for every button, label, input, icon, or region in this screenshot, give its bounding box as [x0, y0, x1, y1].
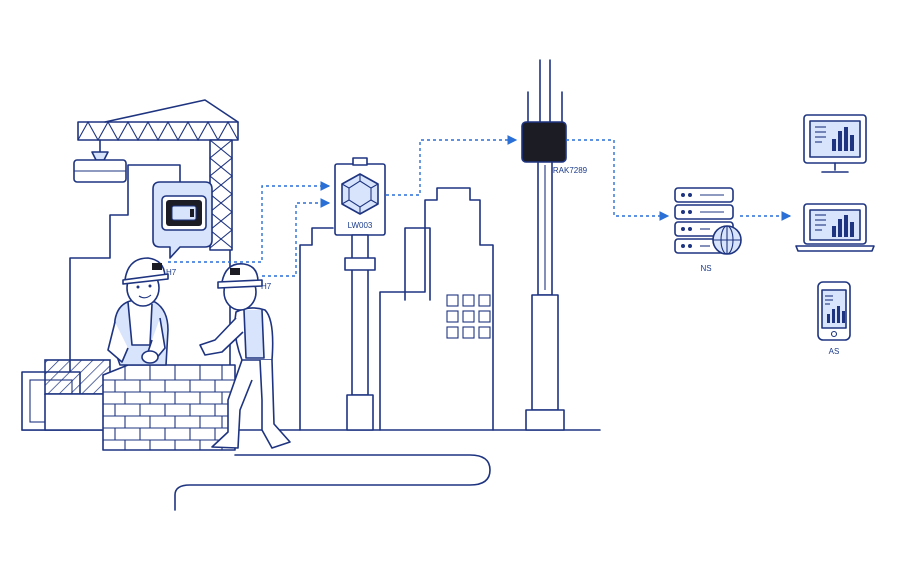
- label-application-server: AS: [829, 347, 840, 356]
- phone-icon: [817, 281, 851, 341]
- worker-left: [107, 257, 169, 366]
- label-gateway: RAK7289: [553, 166, 588, 175]
- label-tracker-right: H7: [261, 282, 272, 291]
- lw003-pole: [334, 157, 386, 431]
- label-sensor: LW003: [348, 221, 373, 230]
- worker-right: [199, 263, 291, 449]
- construction-crate: [21, 359, 111, 431]
- tracker-device-right: [230, 268, 240, 275]
- globe-icon: [712, 225, 742, 255]
- label-tracker-left: H7: [166, 268, 177, 277]
- data-flow: [168, 135, 792, 277]
- building-windows: [446, 294, 491, 339]
- network-server-icon: [674, 187, 742, 255]
- laptop-icon: [795, 203, 875, 252]
- flow-h7-to-lw003-lower: [262, 198, 331, 277]
- flow-lw003-to-gateway: [386, 135, 518, 196]
- tower-crane: [73, 99, 239, 251]
- monitor-icon: [803, 114, 867, 173]
- tracker-callout: [152, 181, 213, 259]
- brick-wall: [102, 364, 236, 451]
- label-network-server: NS: [700, 264, 711, 273]
- city-skyline: [21, 164, 601, 511]
- flow-h7-to-lw003-upper: [168, 181, 331, 263]
- gateway-device-icon: [521, 121, 567, 163]
- gateway-pole: [521, 59, 567, 431]
- flow-gateway-to-ns: [566, 139, 670, 221]
- sensor-icon: [341, 173, 379, 215]
- tracker-device-left: [152, 263, 162, 270]
